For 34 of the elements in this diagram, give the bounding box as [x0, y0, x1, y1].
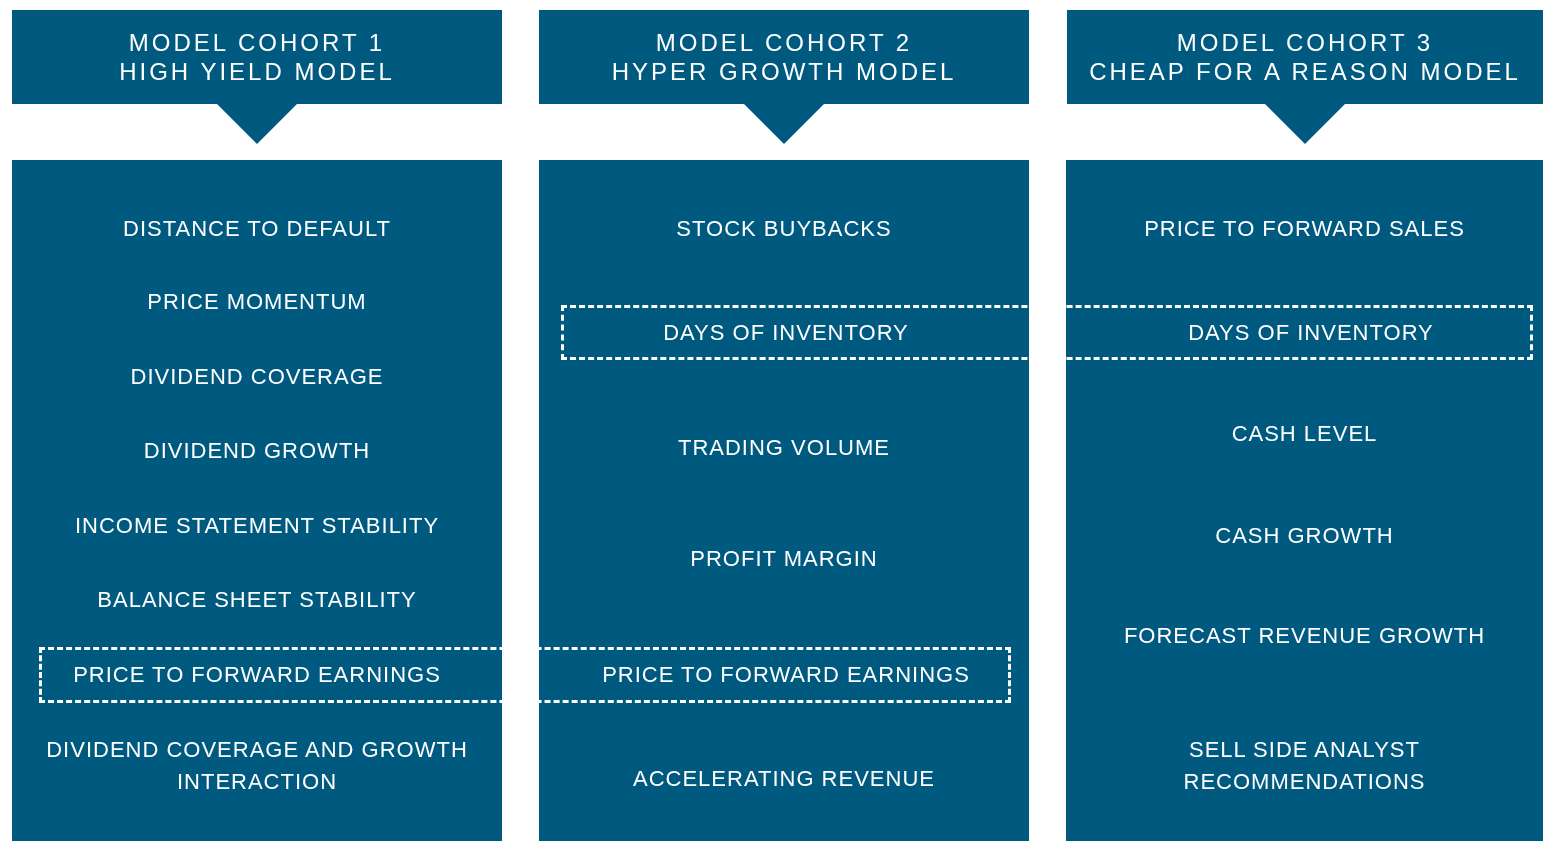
factor-label: DAYS OF INVENTORY	[662, 318, 910, 347]
chevron-arrow	[217, 104, 297, 144]
factor-label: PROFIT MARGIN	[689, 545, 879, 573]
model-name: CHEAP FOR A REASON MODEL	[1089, 57, 1521, 86]
dashed-highlight-box	[39, 647, 1011, 703]
factor-label: PRICE TO FORWARD EARNINGS	[72, 661, 442, 689]
factor-label: DISTANCE TO DEFAULT	[122, 215, 392, 243]
factor-label: DIVIDEND COVERAGE AND GROWTH INTERACTION	[45, 736, 469, 796]
factor-label: BALANCE SHEET STABILITY	[96, 586, 418, 614]
cohort-number: MODEL COHORT 2	[655, 28, 913, 57]
factor-label: CASH GROWTH	[1214, 522, 1395, 550]
factor-label: ACCELERATING REVENUE	[632, 765, 936, 793]
factor-label: SELL SIDE ANALYST RECOMMENDATIONS	[1182, 736, 1427, 796]
factor-label: CASH LEVEL	[1230, 420, 1379, 448]
factor-label: TRADING VOLUME	[677, 434, 891, 462]
cohort-number: MODEL COHORT 1	[128, 28, 386, 57]
factor-label: PRICE TO FORWARD SALES	[1143, 215, 1466, 243]
cohort-panel	[12, 160, 502, 841]
factor-label: STOCK BUYBACKS	[675, 215, 893, 243]
factor-label: FORECAST REVENUE GROWTH	[1122, 622, 1487, 650]
model-name: HYPER GROWTH MODEL	[611, 57, 957, 86]
chevron-arrow	[744, 104, 824, 144]
factor-label: DIVIDEND COVERAGE	[129, 363, 385, 391]
cohort-number: MODEL COHORT 3	[1176, 28, 1434, 57]
factor-label: INCOME STATEMENT STABILITY	[73, 512, 441, 540]
model-name: HIGH YIELD MODEL	[119, 57, 395, 86]
chevron-arrow	[1265, 104, 1345, 144]
factor-label: PRICE MOMENTUM	[146, 288, 368, 316]
factor-label: DIVIDEND GROWTH	[142, 437, 372, 465]
cohort-panel	[539, 160, 1029, 841]
factor-label: DAYS OF INVENTORY	[1187, 318, 1435, 347]
dashed-highlight-box	[561, 305, 1533, 360]
cohort-panel	[1066, 160, 1543, 841]
factor-label: PRICE TO FORWARD EARNINGS	[601, 661, 971, 689]
